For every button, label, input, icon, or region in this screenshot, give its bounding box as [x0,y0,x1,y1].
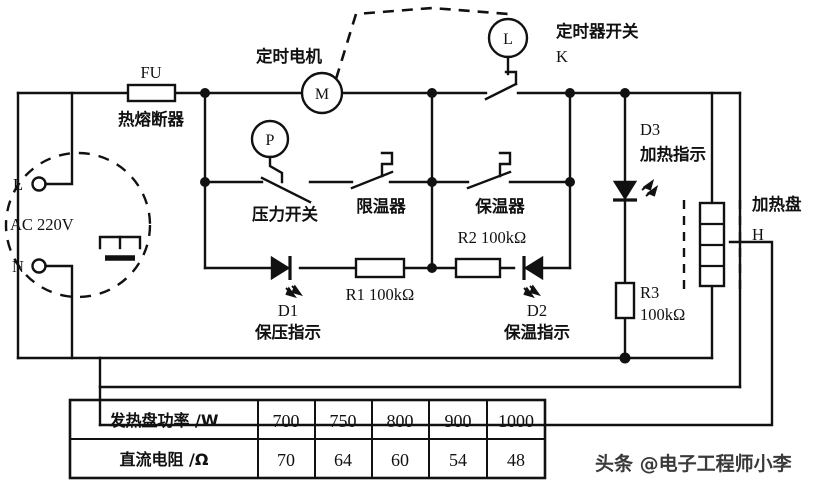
d3-designator: D3 [640,120,660,139]
terminal-l-label: L [13,175,23,194]
d3-name: 加热指示 [639,144,706,164]
r3-value: 100kΩ [640,305,685,324]
motor-body [300,71,344,115]
timer-switch-name: 定时器开关 [556,21,639,41]
table-cell: 64 [334,450,352,470]
fu-body [126,83,177,103]
component-fu: FU 热熔断器 [118,63,185,129]
component-r1: R1 100kΩ [346,257,415,304]
junction-dot [565,88,575,98]
d1-name: 保压指示 [254,322,321,342]
watermark-text: 头条 @电子工程师小李 [595,452,793,475]
component-d1-led: D1 保压指示 [254,255,321,342]
junction-dot [427,263,437,273]
d3-triangle [612,180,638,201]
pressure-switch-symbol: P [266,132,275,149]
heater-ref: H [752,225,764,244]
d2-name: 保温指示 [503,322,570,342]
terminal-n [31,258,47,274]
warm-keeper-thermal-symbol [498,151,512,178]
timer-switch-blade [484,82,518,101]
d1-triangle [270,255,291,281]
source-boundary-dashed [4,151,152,299]
terminal-l [31,176,47,192]
table-cell: 1000 [498,411,534,431]
r1-label: R1 100kΩ [346,285,415,304]
ac-voltage-label: AC 220V [10,215,74,234]
component-warm-keeper: 保温器 [466,151,525,216]
wire-n-to-bottom [44,264,74,360]
junction-dot [427,88,437,98]
junction-dot [200,88,210,98]
table-cell: 700 [273,411,300,431]
table-cell: 48 [507,450,525,470]
temp-limiter-blade [350,170,394,190]
table-row-header: 直流电阻 /Ω [119,450,208,469]
junction-dot [565,177,575,187]
r1-body [354,257,406,279]
d2-triangle [523,255,544,281]
junction-dot [619,352,631,364]
component-d2-led: D2 保温指示 [503,255,570,342]
terminal-n-label: N [12,257,24,276]
d1-designator: D1 [278,301,298,320]
table-row-header: 发热盘功率 /W [108,411,218,430]
warm-keeper-name: 保温器 [474,196,525,216]
component-r2: R2 100kΩ [454,228,527,279]
warm-keeper-blade [466,170,512,190]
table-cell: 750 [330,411,357,431]
motor-name: 定时电机 [256,46,323,66]
table-cell: 70 [277,450,295,470]
table-cell: 800 [387,411,414,431]
pressure-switch-blade [260,176,312,204]
junction-dot [200,177,210,187]
d3-arrowhead-a [642,179,655,191]
ac-power-source: L N AC 220V [4,91,152,360]
r3-body [614,281,636,320]
d2-arrowhead-a [523,286,535,299]
table-cell: 54 [449,450,467,470]
component-heating-plate: 加热盘 H [682,194,802,292]
d1-arrowhead-b [291,284,303,297]
wire-l-to-top [44,91,74,186]
d1-arrowhead-a [285,286,297,299]
component-timer-switch: L 定时器开关 K [484,17,639,101]
junction-dot [427,177,437,187]
fu-designator: FU [140,63,161,82]
timer-switch-hook [504,70,518,86]
d3-arrowhead-b [646,185,659,197]
r2-label: R2 100kΩ [458,228,527,247]
motor-symbol: M [315,86,329,103]
d2-arrowhead-b [529,284,541,297]
temp-limiter-thermal-symbol [380,151,394,178]
table-cell: 900 [445,411,472,431]
timer-switch-symbol: L [503,31,513,48]
mechanical-linkage-dashed [334,6,514,80]
d2-designator: D2 [527,301,547,320]
fu-name: 热熔断器 [118,109,185,129]
timer-switch-ref: K [556,47,568,66]
temp-limiter-name: 限温器 [356,197,406,216]
pressure-switch-name: 压力开关 [252,204,319,224]
r2-body [454,257,502,279]
heater-name: 加热盘 [751,194,802,214]
r3-designator: R3 [640,283,659,302]
spec-table: 发热盘功率 /W 700 750 800 900 1000 直流电阻 /Ω 70… [68,398,547,480]
component-d3-led: D3 加热指示 [612,120,706,202]
pressure-switch-stem [268,155,284,184]
component-r3: R3 100kΩ [614,281,685,324]
component-pressure-switch: P 压力开关 [250,119,319,224]
table-cell: 60 [391,450,409,470]
junction-dots [200,88,631,364]
junction-dot [620,88,630,98]
component-temp-limiter: 限温器 [350,151,406,216]
wire-heater-lead [98,240,774,427]
component-timer-motor: M 定时电机 [256,6,514,115]
dc-symbol [98,235,142,261]
